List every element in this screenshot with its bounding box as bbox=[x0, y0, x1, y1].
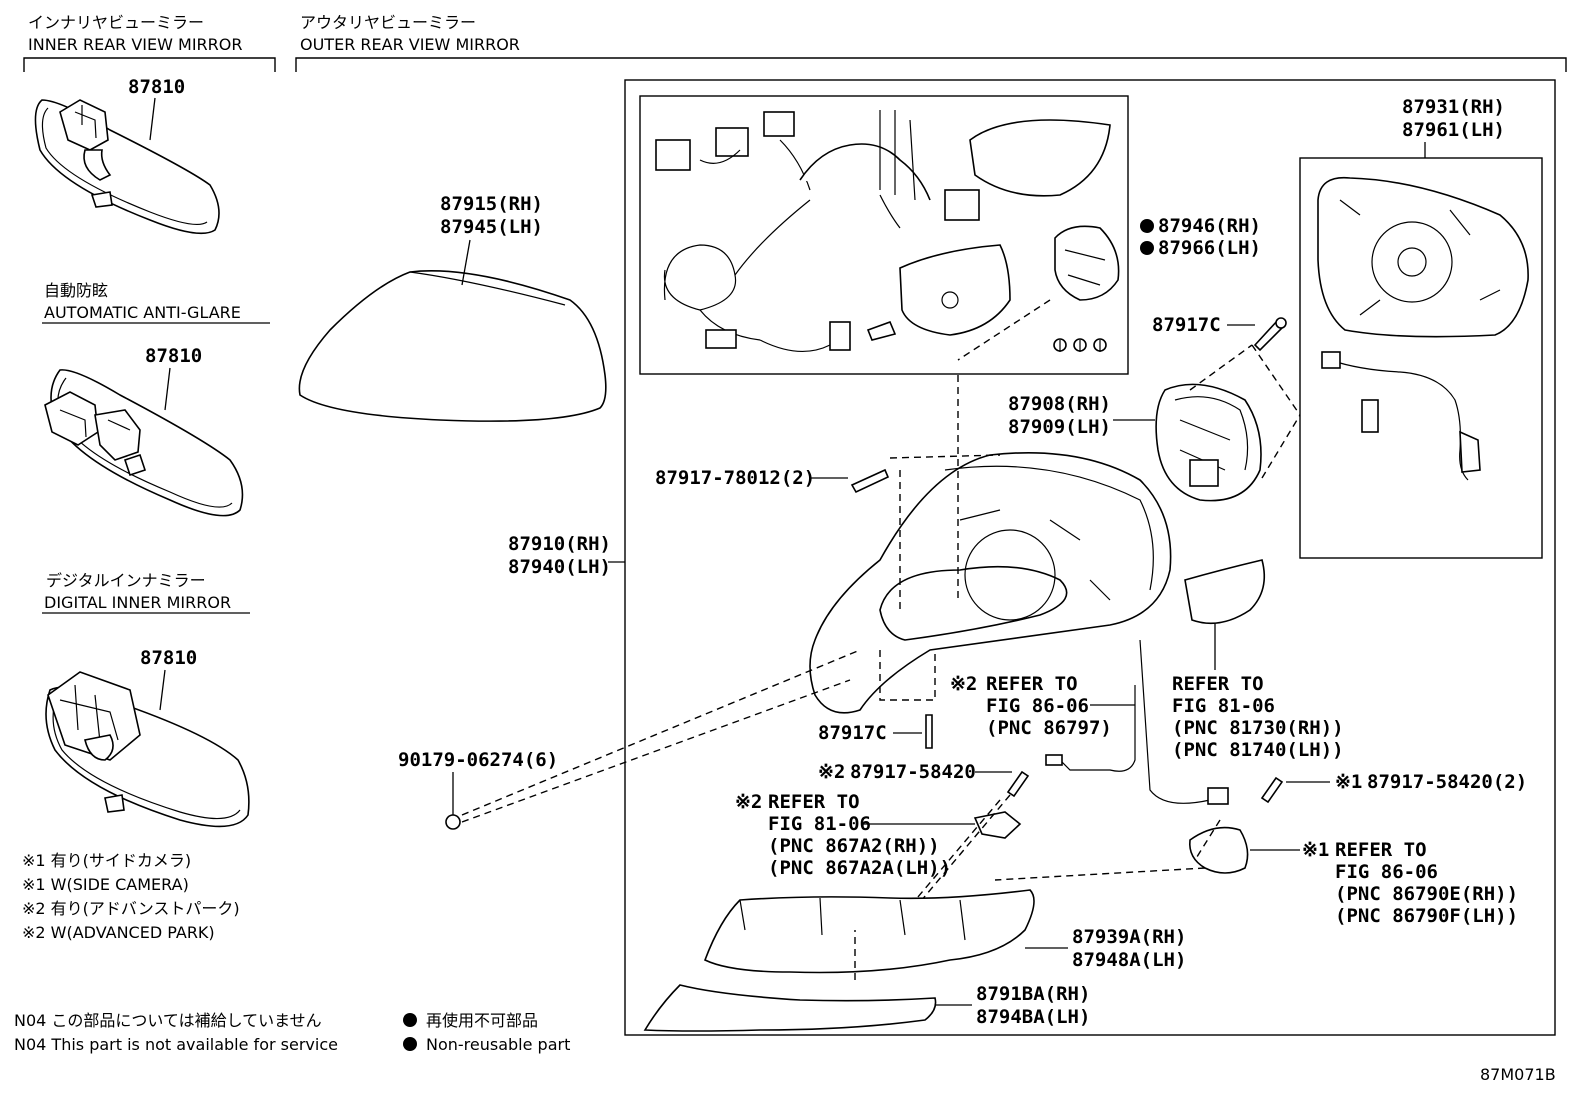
turn-signal bbox=[1184, 559, 1266, 625]
ref-d-mark: ※1 bbox=[1302, 839, 1329, 861]
camera-harness bbox=[1059, 685, 1136, 772]
screw-c-lower bbox=[925, 714, 933, 749]
ref-b-l3: (PNC 81730(RH)) bbox=[1172, 717, 1344, 739]
label-cover-lh: 87945(LH) bbox=[440, 216, 543, 238]
label-assy-lh: 87940(LH) bbox=[508, 556, 611, 578]
label-screw-c-lower: 87917C bbox=[818, 722, 887, 744]
label-screw-78012: 87917-78012(2) bbox=[655, 467, 815, 489]
label-glass-rh: 87931(RH) bbox=[1402, 96, 1505, 118]
diagram-code: 87M071B bbox=[1480, 1065, 1556, 1084]
screw-58420-a bbox=[1006, 770, 1030, 798]
label-lower-lh: 87948A(LH) bbox=[1072, 949, 1186, 971]
label-actuator-lh: 87909(LH) bbox=[1008, 416, 1111, 438]
mirror-housing bbox=[809, 451, 1172, 714]
label-87810-b: 87810 bbox=[145, 345, 202, 367]
label-assy-rh: 87910(RH) bbox=[508, 533, 611, 555]
outer-title-jp: アウタリヤビューミラー bbox=[300, 13, 476, 32]
ref-b-l1: REFER TO bbox=[1172, 673, 1264, 695]
label-garnish-lh: 8794BA(LH) bbox=[976, 1006, 1090, 1028]
label-motor-lh: 87966(LH) bbox=[1158, 237, 1261, 259]
inner-title-en: INNER REAR VIEW MIRROR bbox=[28, 35, 243, 54]
anti-glare-en: AUTOMATIC ANTI-GLARE bbox=[44, 303, 241, 322]
screw-78012 bbox=[850, 468, 890, 494]
outer-bracket bbox=[295, 57, 1567, 72]
n04-en: N04 This part is not available for servi… bbox=[14, 1035, 338, 1054]
wiring-kit-box bbox=[639, 95, 1129, 375]
label-garnish-rh: 8791BA(RH) bbox=[976, 983, 1090, 1005]
label-motor-rh: 87946(RH) bbox=[1158, 215, 1261, 237]
ref-c-l4: (PNC 867A2A(LH)) bbox=[768, 857, 951, 879]
screw-58420-b bbox=[1260, 776, 1284, 804]
label-cover-rh: 87915(RH) bbox=[440, 193, 543, 215]
digital-en: DIGITAL INNER MIRROR bbox=[44, 593, 231, 612]
inner-mirror-anti-glare bbox=[44, 369, 244, 517]
screw-a-mark: ※2 bbox=[818, 761, 845, 783]
mirror-glass bbox=[1317, 176, 1529, 481]
label-screw-58420-a: 87917-58420 bbox=[850, 761, 976, 783]
ref-c-mark: ※2 bbox=[735, 791, 762, 813]
note-2: ※1 W(SIDE CAMERA) bbox=[22, 875, 189, 894]
note-1: ※1 有り(サイドカメラ) bbox=[22, 851, 191, 870]
label-glass-lh: 87961(LH) bbox=[1402, 119, 1505, 141]
label-screw-c-upper: 87917C bbox=[1152, 314, 1221, 336]
ref-c-l3: (PNC 867A2(RH)) bbox=[768, 835, 940, 857]
note-4: ※2 W(ADVANCED PARK) bbox=[22, 923, 215, 942]
park-sensor bbox=[973, 811, 1022, 839]
ref-d-l3: (PNC 86790E(RH)) bbox=[1335, 883, 1518, 905]
label-screw-58420-b: 87917-58420(2) bbox=[1367, 771, 1527, 793]
outer-title-en: OUTER REAR VIEW MIRROR bbox=[300, 35, 520, 54]
inner-mirror-standard bbox=[34, 99, 220, 235]
label-clip: 90179-06274(6) bbox=[398, 749, 558, 771]
nonreuse-jp: 再使用不可部品 bbox=[426, 1011, 538, 1030]
label-actuator-rh: 87908(RH) bbox=[1008, 393, 1111, 415]
ref-d-l2: FIG 86-06 bbox=[1335, 861, 1438, 883]
label-87810-c: 87810 bbox=[140, 647, 197, 669]
mirror-glass-box bbox=[1299, 157, 1543, 559]
lower-cover bbox=[703, 889, 1035, 974]
ref-b-l4: (PNC 81740(LH)) bbox=[1172, 739, 1344, 761]
ref-a-l3: (PNC 86797) bbox=[986, 717, 1112, 739]
ref-c-l2: FIG 81-06 bbox=[768, 813, 871, 835]
ref-a-l1: REFER TO bbox=[986, 673, 1078, 695]
motor-nonreuse-dot-rh bbox=[1140, 219, 1154, 233]
ref-c-l1: REFER TO bbox=[768, 791, 860, 813]
anti-glare-jp: 自動防眩 bbox=[44, 281, 108, 300]
ref-d-l4: (PNC 86790F(LH)) bbox=[1335, 905, 1518, 927]
clip bbox=[445, 814, 461, 830]
nonreuse-en: Non-reusable part bbox=[426, 1035, 570, 1054]
nonreuse-bullet-2 bbox=[403, 1037, 417, 1051]
inner-title-jp: インナリヤビューミラー bbox=[28, 13, 204, 32]
digital-jp: デジタルインナミラー bbox=[46, 571, 206, 590]
motor-nonreuse-dot-lh bbox=[1140, 241, 1154, 255]
inner-mirror-digital bbox=[45, 671, 250, 828]
ref-b-l2: FIG 81-06 bbox=[1172, 695, 1275, 717]
side-camera bbox=[1188, 826, 1249, 874]
ref-d-l1: REFER TO bbox=[1335, 839, 1427, 861]
screw-b-mark: ※1 bbox=[1335, 771, 1362, 793]
wiring-kit bbox=[655, 110, 1120, 353]
outer-assembly-box bbox=[624, 79, 1556, 1036]
label-lower-rh: 87939A(RH) bbox=[1072, 926, 1186, 948]
ref-a-mark: ※2 bbox=[950, 673, 977, 695]
note-3: ※2 有り(アドバンストパーク) bbox=[22, 899, 240, 918]
ref-a-l2: FIG 86-06 bbox=[986, 695, 1089, 717]
mirror-actuator bbox=[1155, 383, 1262, 502]
nonreuse-bullet-1 bbox=[403, 1013, 417, 1027]
lower-garnish bbox=[643, 984, 937, 1032]
mirror-cover bbox=[298, 270, 607, 422]
inner-bracket bbox=[23, 57, 276, 72]
label-87810-a: 87810 bbox=[128, 76, 185, 98]
n04-jp: N04 この部品については補給していません bbox=[14, 1011, 322, 1030]
